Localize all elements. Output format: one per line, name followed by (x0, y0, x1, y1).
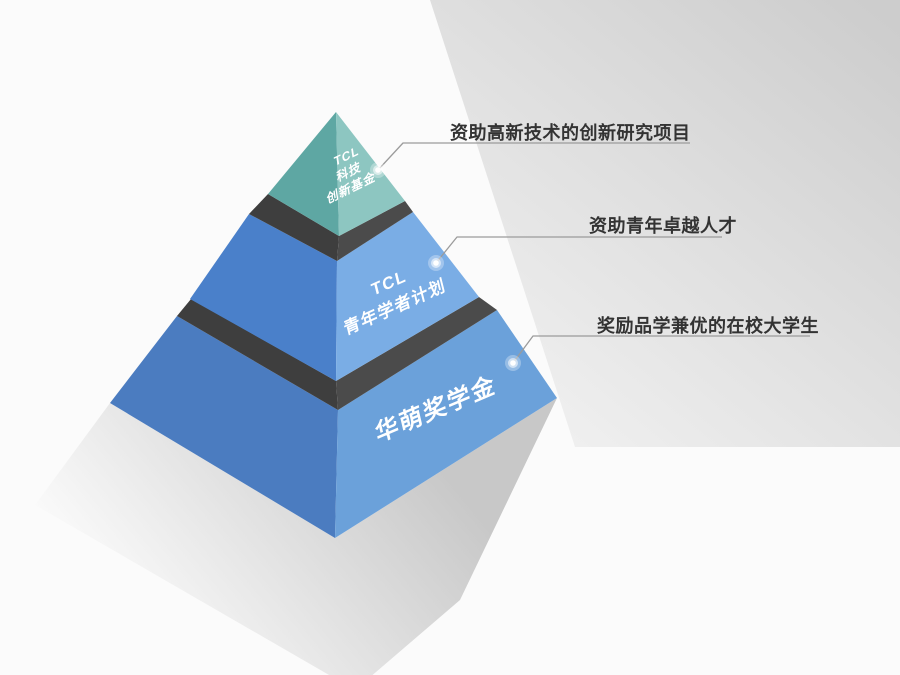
separator2-right (336, 297, 497, 410)
tier1-left-face (268, 112, 339, 236)
separator1-left (249, 194, 339, 261)
separator1-right (337, 201, 413, 261)
tier2-left-face (190, 214, 337, 381)
pyramid-shadow (35, 398, 557, 675)
callout1-description: 资助高新技术的创新研究项目 (450, 123, 691, 143)
background-panel (430, 0, 900, 447)
callout2-leader-line (435, 236, 722, 264)
callout3-anchor-dot (505, 355, 521, 371)
tier3-left-face (110, 316, 338, 538)
callout3-description: 奖励品学兼优的在校大学生 (597, 316, 819, 336)
callout1-leader-line (377, 142, 690, 171)
callout2-anchor-dot (428, 255, 444, 271)
separator2-left (177, 299, 338, 410)
tier3-right-face (335, 310, 557, 538)
callout3-leader-line (512, 335, 810, 364)
callout1-anchor-dot (370, 162, 386, 178)
tier1-right-face (336, 112, 405, 236)
callout2-description: 资助青年卓越人才 (589, 216, 737, 236)
